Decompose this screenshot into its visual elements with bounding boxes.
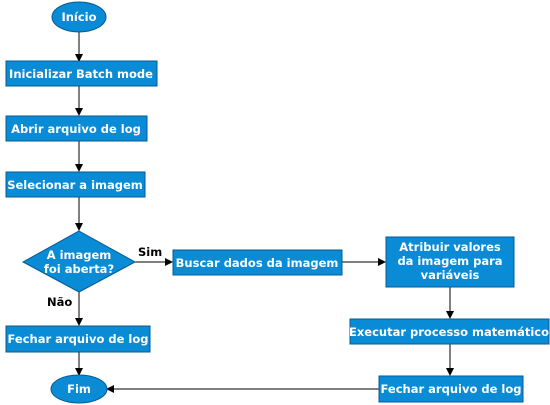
node-init-batch: Inicializar Batch mode [5, 60, 158, 87]
edges [75, 32, 454, 393]
node-assign-values-label-line2: da imagem para [397, 254, 502, 268]
node-open-log-label: Abrir arquivo de log [11, 122, 141, 136]
edge-label-yes: Sim [138, 245, 162, 259]
node-decision: A imagem foi aberta? [21, 230, 137, 293]
node-assign-values-label-line1: Atribuir valores [399, 240, 501, 254]
node-assign-values: Atribuir valores da imagem para variávei… [385, 236, 515, 288]
node-start-label: Início [61, 10, 96, 24]
node-fetch-data-label: Buscar dados da imagem [176, 256, 339, 270]
node-init-batch-label: Inicializar Batch mode [9, 67, 153, 81]
node-close-log-right: Fechar arquivo de log [378, 375, 524, 403]
node-end: Fim [50, 374, 108, 404]
node-decision-label-line2: foi aberta? [44, 262, 114, 276]
node-close-log-left: Fechar arquivo de log [5, 325, 151, 353]
edge-label-no: Não [47, 295, 72, 309]
node-fetch-data: Buscar dados da imagem [172, 249, 343, 276]
node-run-math: Executar processo matemático [349, 318, 550, 345]
node-open-log: Abrir arquivo de log [5, 115, 148, 142]
node-close-log-right-label: Fechar arquivo de log [381, 382, 522, 396]
node-end-label: Fim [67, 382, 91, 396]
node-assign-values-label-line3: variáveis [421, 268, 480, 282]
node-decision-label-line1: A imagem [47, 248, 112, 262]
node-select-image-label: Selecionar a imagem [7, 178, 143, 192]
node-select-image: Selecionar a imagem [5, 171, 146, 198]
node-run-math-label: Executar processo matemático [349, 325, 549, 339]
node-close-log-left-label: Fechar arquivo de log [8, 332, 149, 346]
node-start: Início [51, 1, 107, 33]
